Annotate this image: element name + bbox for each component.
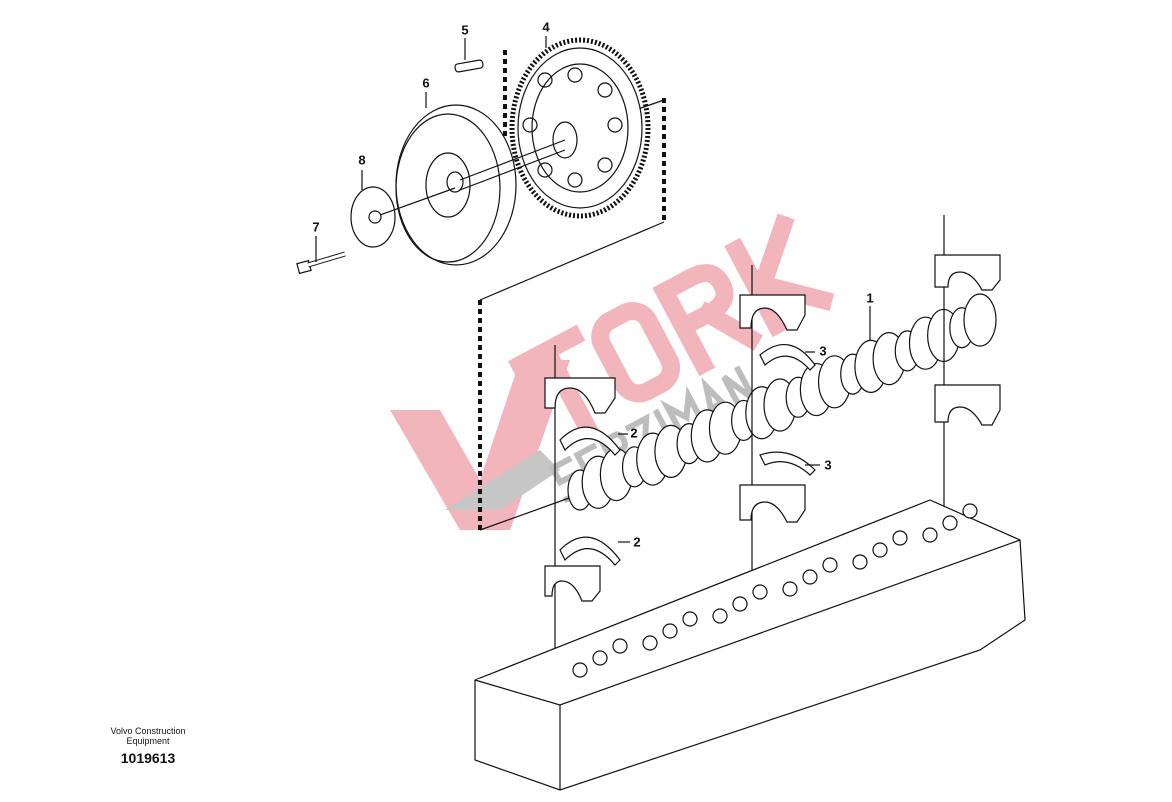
head-port xyxy=(872,542,888,558)
publisher-line-2: Equipment xyxy=(126,736,170,746)
publisher-line-1: Volvo Construction xyxy=(110,726,186,736)
head-port xyxy=(662,623,678,639)
head-port xyxy=(732,596,748,612)
head-port xyxy=(682,611,698,627)
head-port xyxy=(962,503,978,519)
plate-part-8 xyxy=(350,186,396,248)
callout-3-lower: 3 xyxy=(824,457,832,473)
callout-2-lower: 2 xyxy=(633,534,641,550)
callout-5: 5 xyxy=(461,22,469,38)
head-port xyxy=(712,608,728,624)
head-port xyxy=(922,527,938,543)
bearing-shells xyxy=(559,344,816,566)
callout-8: 8 xyxy=(358,152,366,168)
head-port xyxy=(572,662,588,678)
gear-part-4 xyxy=(509,37,651,219)
callout-7: 7 xyxy=(312,219,320,235)
cylinder-head xyxy=(474,499,1026,791)
head-port xyxy=(592,650,608,666)
callout-3: 3 xyxy=(819,343,827,359)
callout-2: 2 xyxy=(630,425,638,441)
head-port xyxy=(802,569,818,585)
head-port xyxy=(752,584,768,600)
cam-lobe xyxy=(963,293,997,347)
head-port xyxy=(852,554,868,570)
head-port xyxy=(942,515,958,531)
bolt-part-7 xyxy=(296,251,346,275)
callout-1: 1 xyxy=(866,290,874,306)
head-port xyxy=(822,557,838,573)
head-port xyxy=(642,635,658,651)
callout-4: 4 xyxy=(542,19,550,35)
publisher-label: Volvo Construction Equipment xyxy=(110,726,185,746)
head-port xyxy=(892,530,908,546)
callout-6: 6 xyxy=(422,75,430,91)
pin-part-5 xyxy=(454,59,484,73)
flywheel-part-6 xyxy=(395,104,517,266)
drawing-number: 1019613 xyxy=(120,750,176,766)
bearing-caps xyxy=(544,254,1001,602)
head-port xyxy=(782,581,798,597)
head-port xyxy=(612,638,628,654)
